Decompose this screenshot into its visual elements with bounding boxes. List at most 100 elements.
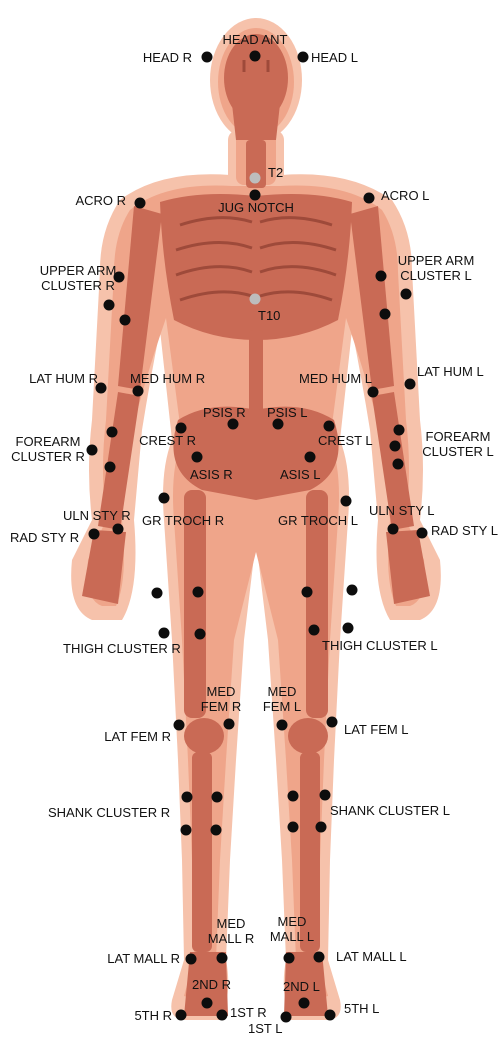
marker-dot xyxy=(212,792,223,803)
marker-dot xyxy=(320,790,331,801)
label-head-ant: HEAD ANT xyxy=(210,32,300,47)
marker-dot xyxy=(376,271,387,282)
label-jug-notch: JUG NOTCH xyxy=(206,200,306,215)
marker-dot xyxy=(87,445,98,456)
marker-dot xyxy=(186,954,197,965)
marker-dot xyxy=(192,452,203,463)
marker-dot xyxy=(202,52,213,63)
label-rad-sty-l: RAD STY L xyxy=(431,523,498,538)
label-thigh-cluster-l: THIGH CLUSTER L xyxy=(322,638,438,653)
marker-dot xyxy=(325,1010,336,1021)
marker-dot xyxy=(159,628,170,639)
marker-dot xyxy=(299,998,310,1009)
label-upper-arm-cluster-r: UPPER ARM CLUSTER R xyxy=(30,263,126,293)
label-med-hum-r: MED HUM R xyxy=(130,371,205,386)
marker-dot xyxy=(133,386,144,397)
label-acro-r: ACRO R xyxy=(75,193,126,208)
marker-dot xyxy=(393,459,404,470)
label-forearm-cluster-l: FOREARM CLUSTER L xyxy=(418,429,498,459)
label-upper-arm-cluster-l: UPPER ARM CLUSTER L xyxy=(386,253,486,283)
label-gr-troch-l: GR TROCH L xyxy=(278,513,358,528)
label-2nd-l: 2ND L xyxy=(283,979,320,994)
marker-dot xyxy=(341,496,352,507)
marker-dot xyxy=(401,289,412,300)
label-t2: T2 xyxy=(268,165,283,180)
marker-dot xyxy=(324,421,335,432)
marker-dot xyxy=(217,953,228,964)
marker-dot xyxy=(159,493,170,504)
label-lat-hum-r: LAT HUM R xyxy=(29,371,98,386)
label-lat-hum-l: LAT HUM L xyxy=(417,364,484,379)
label-lat-fem-r: LAT FEM R xyxy=(104,729,171,744)
marker-dot xyxy=(364,193,375,204)
label-1st-l: 1ST L xyxy=(248,1021,282,1036)
label-acro-l: ACRO L xyxy=(381,188,429,203)
marker-dot xyxy=(228,419,239,430)
marker-dot xyxy=(298,52,309,63)
marker-dot xyxy=(89,529,100,540)
marker-dot xyxy=(305,452,316,463)
marker-dot xyxy=(217,1010,228,1021)
marker-dot xyxy=(105,462,116,473)
marker-dot xyxy=(211,825,222,836)
label-shank-cluster-r: SHANK CLUSTER R xyxy=(48,805,170,820)
label-psis-l: PSIS L xyxy=(267,405,307,420)
marker-dot xyxy=(288,791,299,802)
marker-dot xyxy=(327,717,338,728)
label-1st-r: 1ST R xyxy=(230,1005,267,1020)
label-uln-sty-l: ULN STY L xyxy=(369,503,435,518)
marker-dot xyxy=(394,425,405,436)
marker-dot xyxy=(250,190,261,201)
label-med-mall-l: MED MALL L xyxy=(264,914,320,944)
marker-dot xyxy=(181,825,192,836)
label-med-mall-r: MED MALL R xyxy=(200,916,262,946)
label-shank-cluster-l: SHANK CLUSTER L xyxy=(330,803,450,818)
label-2nd-r: 2ND R xyxy=(192,977,231,992)
label-forearm-cluster-r: FOREARM CLUSTER R xyxy=(8,434,88,464)
marker-dot xyxy=(176,1010,187,1021)
label-5th-l: 5TH L xyxy=(344,1001,379,1016)
label-med-fem-r: MED FEM R xyxy=(195,684,247,714)
label-gr-troch-r: GR TROCH R xyxy=(142,513,224,528)
marker-dot xyxy=(120,315,131,326)
marker-dot xyxy=(277,720,288,731)
marker-dot xyxy=(224,719,235,730)
label-crest-l: CREST L xyxy=(318,433,373,448)
marker-dot xyxy=(368,387,379,398)
marker-dot xyxy=(309,625,320,636)
marker-dot xyxy=(380,309,391,320)
marker-dot xyxy=(417,528,428,539)
marker-dot xyxy=(288,822,299,833)
marker-dot xyxy=(107,427,118,438)
marker-dot xyxy=(113,524,124,535)
marker-dot xyxy=(390,441,401,452)
label-crest-r: CREST R xyxy=(139,433,196,448)
marker-dot xyxy=(284,953,295,964)
label-rad-sty-r: RAD STY R xyxy=(10,530,79,545)
marker-dot xyxy=(104,300,115,311)
marker-dot xyxy=(405,379,416,390)
marker-dot xyxy=(193,587,204,598)
marker-dot xyxy=(316,822,327,833)
marker-dot xyxy=(195,629,206,640)
label-asis-l: ASIS L xyxy=(280,467,320,482)
label-med-fem-l: MED FEM L xyxy=(259,684,305,714)
marker-dot xyxy=(174,720,185,731)
marker-dot xyxy=(273,419,284,430)
marker-dot xyxy=(314,952,325,963)
marker-dot xyxy=(152,588,163,599)
posterior-marker-dot xyxy=(250,294,261,305)
label-head-l: HEAD L xyxy=(311,50,358,65)
label-med-hum-l: MED HUM L xyxy=(299,371,372,386)
marker-dot xyxy=(202,998,213,1009)
posterior-marker-dot xyxy=(250,173,261,184)
label-lat-fem-l: LAT FEM L xyxy=(344,722,409,737)
marker-dot xyxy=(343,623,354,634)
marker-dot xyxy=(347,585,358,596)
marker-dot xyxy=(388,524,399,535)
label-lat-mall-r: LAT MALL R xyxy=(107,951,180,966)
marker-dot xyxy=(302,587,313,598)
marker-dot xyxy=(250,51,261,62)
marker-dot xyxy=(176,423,187,434)
label-psis-r: PSIS R xyxy=(203,405,246,420)
